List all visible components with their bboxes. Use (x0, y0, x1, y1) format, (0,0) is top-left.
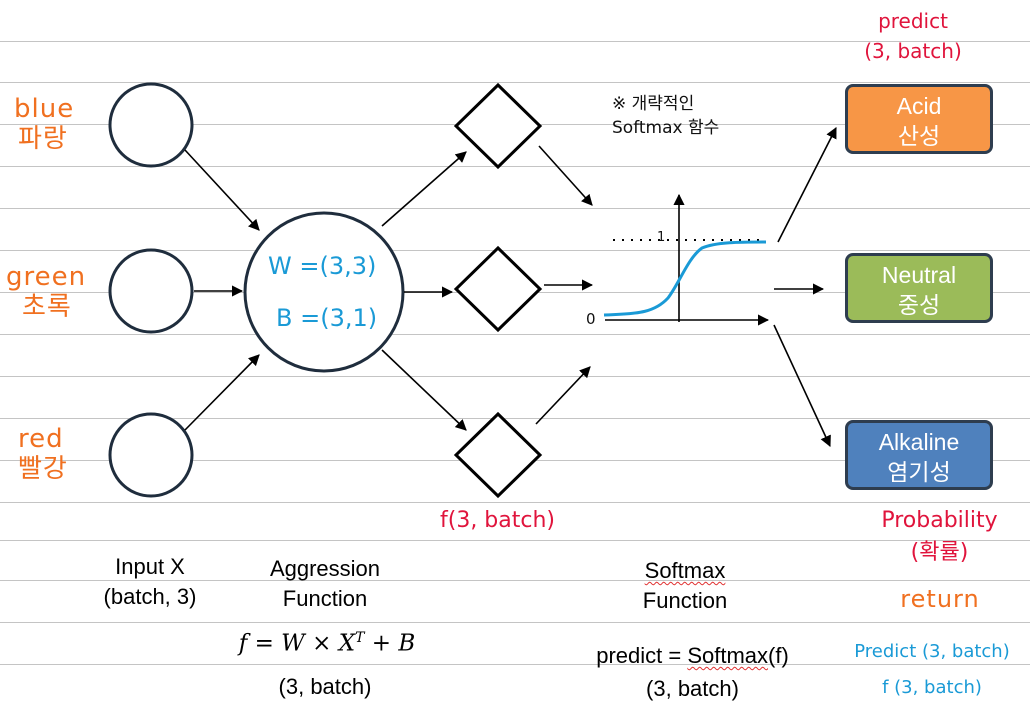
input-node-blue (108, 82, 194, 168)
output-alkaline-ko: 염기성 (887, 459, 951, 485)
softmax-note-line2: Softmax 함수 (612, 118, 720, 138)
input-label-red: red 빨강 (18, 424, 98, 484)
edge-blue-to-agg (184, 149, 260, 231)
softmax-note: ※ 개략적인 Softmax 함수 (612, 92, 752, 140)
aggregation-formula: f = W × XT + B (222, 630, 432, 657)
output-acid-ko: 산성 (897, 123, 941, 149)
input-label-ko: 초록 (22, 292, 72, 322)
caption-softmax-shape: (3, batch) (646, 676, 739, 701)
predict-bottom-line2: f (3, batch) (882, 677, 982, 698)
edge-softmax-to-acid (777, 127, 837, 243)
probability-line1: Probability (881, 508, 998, 533)
softmax-formula: predict = Softmax(f) (560, 641, 825, 671)
caption-input-shape: (batch, 3) (103, 584, 197, 609)
caption-softmax: Softmax Function (600, 556, 770, 616)
weights-label: W =(3,3) (268, 252, 377, 280)
formula-tail: + B (364, 630, 416, 657)
softmax-formula-fn: Softmax (687, 643, 769, 668)
input-label-ko: 파랑 (18, 124, 68, 154)
ruled-line (0, 208, 1030, 209)
sigmoid-tick-label: 1 (657, 230, 666, 245)
probability-label: Probability (확률) (852, 505, 1027, 569)
ruled-line (0, 580, 1030, 581)
softmax-formula-post: (f) (768, 643, 789, 668)
ruled-line (0, 418, 1030, 419)
bias-label: B =(3,1) (276, 304, 378, 332)
input-label-blue: blue 파랑 (14, 94, 94, 154)
caption-input: Input X (batch, 3) (70, 552, 230, 612)
softmax-note-line1: ※ 개략적인 (612, 94, 695, 114)
ruled-line (0, 540, 1030, 541)
predict-top-label: predict (3, batch) (848, 6, 978, 66)
ruled-line (0, 376, 1030, 377)
caption-aggregation-shape: (3, batch) (278, 674, 372, 699)
edge-agg-to-f3 (381, 349, 467, 431)
ruled-line (0, 502, 1030, 503)
input-label-en: red (18, 424, 64, 454)
f-shape-label: f(3, batch) (440, 508, 556, 533)
output-alkaline: Alkaline 염기성 (845, 420, 993, 490)
ruled-line (0, 664, 1030, 665)
softmax-formula-pre: predict = (596, 643, 688, 668)
sigmoid-curve (603, 240, 767, 317)
output-acid: Acid 산성 (845, 84, 993, 154)
predict-bottom-line1: Predict (3, batch) (854, 641, 1010, 662)
edge-softmax-to-alkaline (773, 324, 831, 448)
input-node-red (108, 412, 194, 498)
formula-main: f = W × X (238, 630, 356, 657)
f-node-2 (453, 245, 543, 333)
ruled-line (0, 166, 1030, 167)
edge-f3-to-softmax (535, 366, 591, 425)
f-node-1 (453, 82, 543, 170)
aggregation-node (243, 211, 405, 373)
caption-aggregation-title: Aggression (269, 556, 381, 581)
sigmoid-origin-label: 0 (586, 310, 596, 328)
ruled-line (0, 334, 1030, 335)
ruled-line (0, 82, 1030, 83)
input-label-ko: 빨강 (18, 454, 68, 484)
input-label-green: green 초록 (6, 262, 94, 322)
predict-bottom-label: Predict (3, batch) f (3, batch) (836, 634, 1028, 706)
caption-softmax-title: Softmax (644, 558, 726, 583)
output-neutral-ko: 중성 (897, 292, 941, 318)
f-node-3 (453, 411, 543, 499)
edge-red-to-agg (184, 354, 260, 431)
output-acid-en: Acid (896, 93, 942, 119)
predict-top-line2: (3, batch) (864, 39, 962, 63)
ruled-line (0, 250, 1030, 251)
output-alkaline-en: Alkaline (878, 429, 960, 455)
caption-softmax-subtitle: Function (642, 588, 728, 613)
input-node-green (108, 248, 194, 334)
edge-f1-to-softmax (538, 145, 593, 206)
ruled-line (0, 622, 1030, 623)
return-label: return (900, 585, 980, 613)
caption-aggregation: Aggression Function (225, 554, 425, 614)
output-neutral: Neutral 중성 (845, 253, 993, 323)
predict-top-line1: predict (878, 9, 948, 33)
input-label-en: blue (14, 94, 75, 124)
formula-transpose: T (355, 630, 365, 646)
caption-input-title: Input X (115, 554, 185, 579)
ruled-line (0, 41, 1030, 42)
input-label-en: green (6, 262, 87, 292)
sigmoid-plot (603, 193, 770, 326)
edge-agg-to-f1 (381, 151, 467, 227)
probability-line2: (확률) (910, 540, 969, 565)
output-neutral-en: Neutral (881, 262, 957, 288)
caption-aggregation-subtitle: Function (282, 586, 368, 611)
